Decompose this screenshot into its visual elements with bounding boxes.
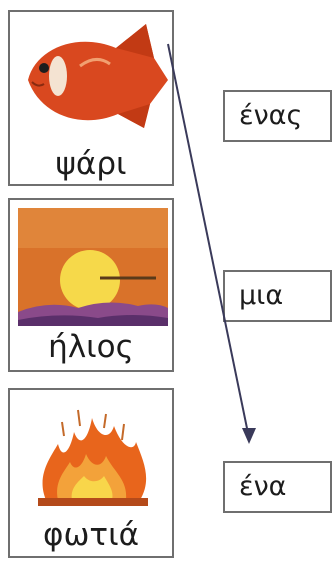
word-label-fire: φωτιά: [10, 520, 172, 551]
article-box-ena[interactable]: ένα: [223, 461, 332, 513]
word-card-fire[interactable]: φωτιά: [8, 388, 174, 558]
fire-image: [18, 396, 168, 512]
article-box-enas[interactable]: ένας: [223, 90, 332, 142]
fish-image: [18, 18, 168, 136]
word-card-sun[interactable]: ήλιος: [8, 198, 174, 372]
sun-image: [18, 208, 168, 326]
article-box-mia[interactable]: μια: [223, 270, 332, 322]
word-card-fish[interactable]: ψάρι: [8, 10, 174, 186]
word-label-sun: ήλιος: [10, 332, 172, 363]
arrowhead-icon: [242, 428, 256, 444]
word-label-fish: ψάρι: [10, 149, 172, 180]
